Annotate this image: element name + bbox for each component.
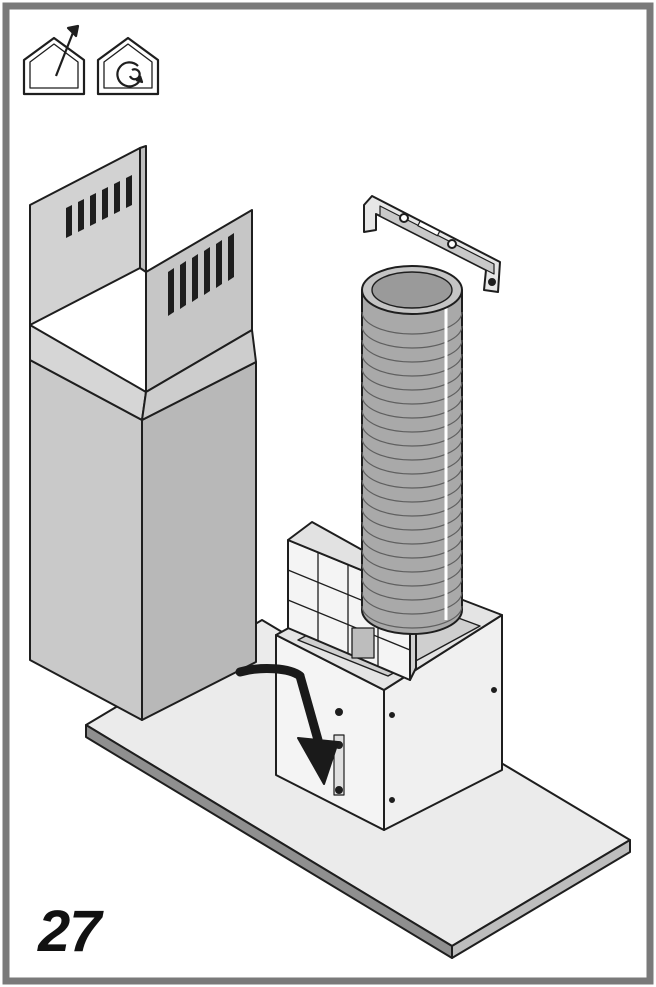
duct-ring — [361, 605, 463, 629]
step-number: 27 — [38, 899, 102, 964]
duct-ring — [361, 493, 463, 517]
duct-ring — [361, 325, 463, 349]
duct-ring — [361, 423, 463, 447]
flexible-duct — [361, 265, 463, 635]
house-recirculation-icon — [96, 36, 160, 96]
vent-slots-left — [66, 175, 132, 238]
duct-ring — [361, 395, 463, 419]
duct-ring — [361, 437, 463, 461]
install-direction-arrow-icon — [235, 664, 339, 785]
wall-bracket — [363, 195, 501, 293]
duct-ring — [361, 311, 463, 335]
duct-ring — [361, 367, 463, 391]
duct-ring — [361, 521, 463, 545]
duct-ring — [361, 465, 463, 489]
duct-ring — [361, 577, 463, 601]
duct-ring — [361, 507, 463, 531]
duct-ring — [361, 591, 463, 615]
duct-ring — [361, 549, 463, 573]
duct-ring — [361, 409, 463, 433]
duct-ring — [361, 353, 463, 377]
duct-ring — [361, 563, 463, 587]
duct-ring — [361, 451, 463, 475]
chimney-cover — [29, 145, 257, 721]
duct-ring — [361, 479, 463, 503]
duct-ring — [361, 535, 463, 559]
vent-slots-right — [168, 233, 234, 316]
duct-ring — [361, 339, 463, 363]
duct-ring — [361, 381, 463, 405]
house-vent-arrow-icon — [22, 24, 86, 96]
